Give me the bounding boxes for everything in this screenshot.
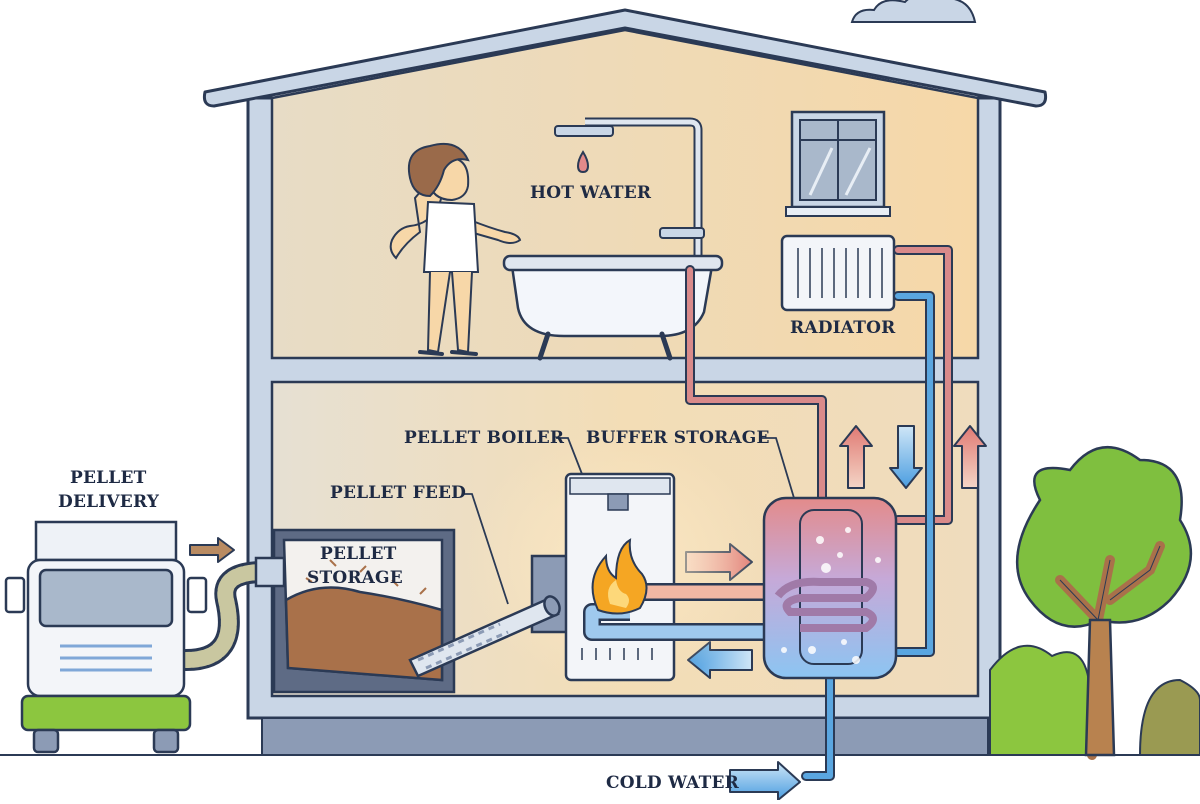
label-pellet-delivery-line2: DELIVERY	[58, 492, 160, 512]
cloud	[850, 0, 977, 23]
label-hot-water: HOT WATER	[530, 183, 652, 203]
label-pellet-storage-line2: STORAGE	[307, 568, 403, 588]
woman-figure	[389, 142, 522, 356]
window	[785, 110, 891, 217]
label-pellet-boiler: PELLET BOILER	[404, 428, 565, 448]
pellet-feed-auger	[408, 595, 561, 678]
buffer-storage-tank	[762, 496, 898, 680]
label-cold-water: COLD WATER	[606, 773, 739, 793]
shower	[554, 117, 705, 268]
label-pellet-storage-line1: PELLET	[320, 544, 397, 564]
label-buffer-storage: BUFFER STORAGE	[586, 428, 770, 448]
flow-arrows	[189, 425, 987, 801]
delivery-hose	[175, 556, 286, 671]
tree	[1015, 445, 1193, 760]
radiator	[780, 234, 896, 312]
delivery-truck	[4, 520, 208, 754]
label-radiator: RADIATOR	[790, 318, 896, 338]
bathtub	[502, 254, 724, 361]
label-pellet-feed: PELLET FEED	[330, 483, 467, 503]
pellet-storage-bin	[272, 528, 456, 694]
roof	[202, 8, 1048, 108]
flame	[591, 538, 648, 615]
cold-pipe	[801, 291, 935, 781]
label-pellet-delivery-line1: PELLET	[70, 468, 147, 488]
hot-pipe	[685, 245, 953, 525]
leader-lines	[462, 437, 795, 605]
